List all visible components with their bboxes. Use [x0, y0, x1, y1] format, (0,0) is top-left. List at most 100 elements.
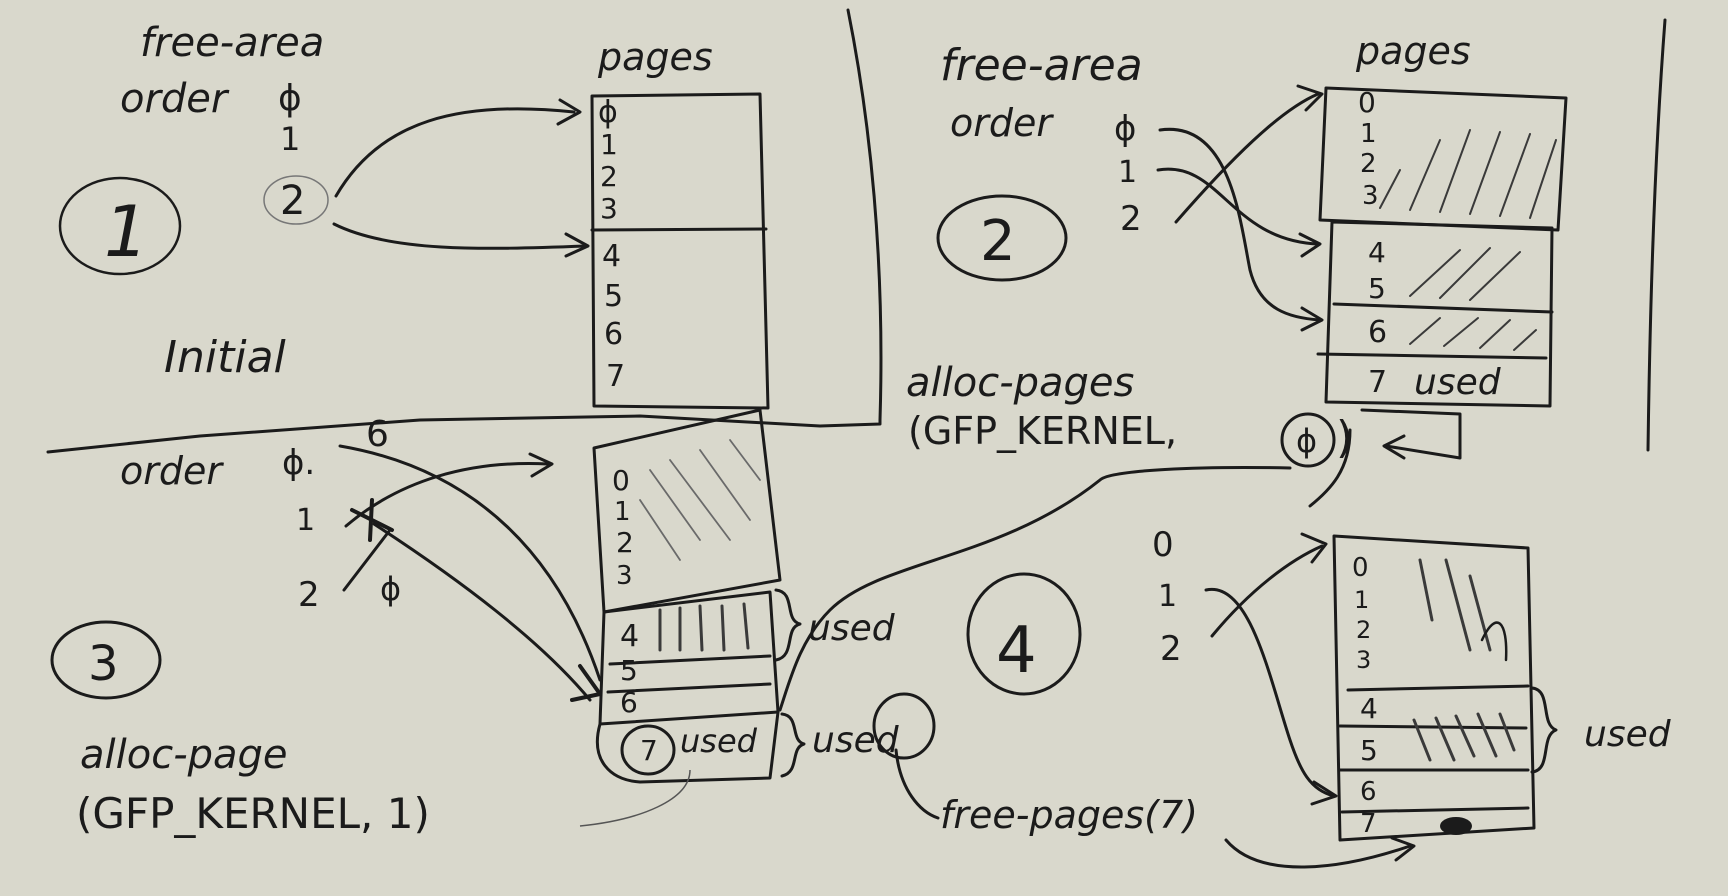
page-number: 3 [600, 192, 618, 225]
call-line-1: alloc-pages [906, 360, 1134, 406]
arrow-order-0 [1158, 127, 1322, 322]
order-0: 0 [1152, 525, 1174, 565]
arrow-order-2 [1210, 544, 1324, 638]
page-number: 3 [1356, 646, 1371, 674]
arrowhead [1300, 532, 1328, 564]
order-2: 2 [1120, 199, 1142, 239]
call-line-2: (GFP_KERNEL, [908, 409, 1177, 453]
arrowhead [564, 232, 590, 258]
freed-page-dot [1440, 817, 1472, 835]
call-line-1: alloc-page [80, 732, 288, 778]
arrow-order-1 [1156, 167, 1320, 246]
order-label: order [950, 101, 1054, 145]
page-number: 5 [1368, 272, 1386, 305]
panel-2: 2 free-area order ϕ 1 2 pages 0 1 2 3 4 … [906, 29, 1568, 468]
order-label: order [120, 76, 230, 122]
arg-circle [1280, 412, 1336, 468]
page-number: 6 [604, 317, 623, 352]
arrowhead [556, 98, 582, 126]
block-divider [1346, 684, 1530, 692]
page-number: 1 [614, 497, 631, 527]
page-number: ϕ [598, 95, 618, 130]
connector-to-used [778, 466, 1292, 712]
page-number-list: 0 1 2 3 4 5 6 7 [1352, 553, 1378, 839]
arrow-to-page-0 [344, 462, 550, 528]
used-label-outer: used [812, 720, 900, 761]
page-number: 6 [1360, 777, 1377, 807]
order-2: 2 [298, 575, 320, 615]
order-2: 2 [1160, 629, 1182, 669]
page-number: 0 [1358, 86, 1376, 119]
call-arg: ϕ [1296, 422, 1317, 460]
free-arrow [1224, 838, 1412, 869]
free-area-label: free-area [140, 20, 324, 66]
order-0: ϕ. [282, 443, 315, 483]
page-number: 2 [600, 160, 618, 193]
order-label: order [120, 449, 224, 493]
page-number-list: ϕ 1 2 3 4 5 6 7 [598, 95, 625, 394]
page-number-list: 0 1 2 3 4 5 6 7 [612, 464, 658, 767]
page-7-circle [620, 724, 676, 776]
pages-box [1332, 534, 1536, 842]
arrowhead [1298, 232, 1322, 258]
block-divider [590, 227, 768, 232]
page-number: 3 [1362, 181, 1379, 211]
pages-block-upper [1318, 86, 1568, 232]
page-number: 5 [604, 279, 623, 314]
arrowhead [1390, 836, 1416, 862]
brace [1530, 686, 1558, 774]
arrow-to-page-6b [372, 522, 592, 702]
call-text: free-pages(7) [940, 793, 1198, 837]
panel-number: 3 [88, 636, 119, 692]
block-divider [1340, 806, 1530, 814]
block-divider [608, 654, 772, 666]
used-label-inner: used [680, 722, 758, 760]
panel-number-circle [966, 572, 1082, 696]
order-1: 1 [296, 503, 315, 538]
pages-box [590, 92, 770, 410]
page-number: 4 [1368, 236, 1386, 269]
call-connector [894, 748, 940, 820]
page-number: 7 [640, 734, 658, 767]
return-arrow [1360, 408, 1462, 460]
page-number: 1 [1360, 119, 1377, 149]
block-divider [1316, 352, 1548, 360]
connector-tail [1308, 428, 1352, 508]
panel-separators [46, 8, 1667, 454]
pages-label: pages [597, 35, 713, 79]
block-divider [1332, 302, 1554, 314]
panel-number-circle [58, 176, 182, 276]
panel-3: 3 order ϕ. 1 2 6 ϕ 0 1 2 3 4 5 6 [50, 408, 1352, 838]
call-pointer [579, 769, 691, 827]
pages-block-lower [1324, 220, 1554, 408]
free-area-label: free-area [940, 40, 1143, 91]
page-number: 1 [1354, 586, 1369, 614]
hatching [1409, 247, 1537, 351]
arrowhead [528, 452, 554, 478]
pages-label: pages [1355, 29, 1471, 73]
panel-number: 4 [996, 614, 1037, 688]
arrowhead [1382, 434, 1406, 460]
page-number: 6 [620, 686, 638, 719]
used-label: used [1584, 714, 1672, 755]
order-2: 2 [280, 178, 305, 224]
page-7-cell [595, 710, 780, 784]
page-number: 7 [1360, 809, 1377, 839]
page-number: 1 [600, 128, 618, 161]
block-divider [1338, 724, 1528, 730]
arrow-to-page-6 [338, 444, 602, 682]
block-divider [606, 682, 772, 694]
arrow-to-page-0 [334, 107, 576, 198]
order-0: ϕ [1114, 109, 1136, 149]
brace [774, 588, 802, 662]
page-number: 0 [612, 464, 630, 497]
arrowhead [1296, 84, 1324, 112]
panel-number-circle [936, 194, 1068, 282]
panel-number-circle [50, 620, 162, 700]
call-line-2: (GFP_KERNEL, 1) [76, 789, 430, 838]
used-label: used [1414, 362, 1502, 403]
crossed-value: ϕ [380, 570, 401, 608]
page-number: 6 [1368, 315, 1387, 350]
page-number: 2 [1356, 616, 1371, 644]
